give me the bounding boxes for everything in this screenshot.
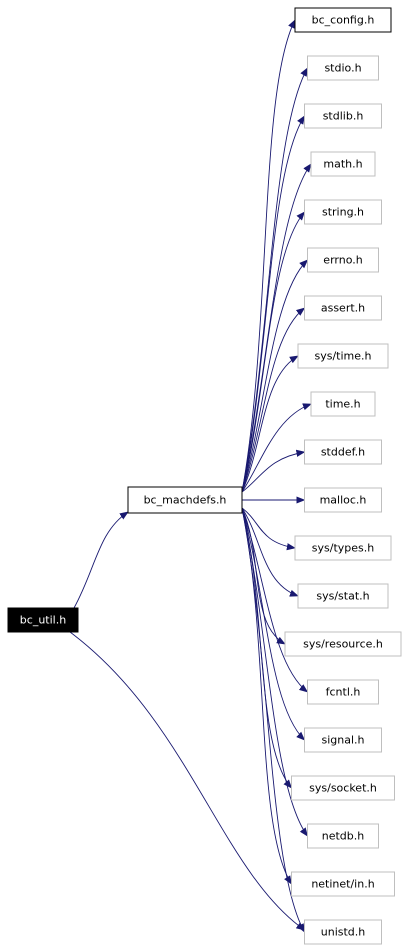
node-unistd-box (304, 919, 382, 945)
edge-bc_machdefs-to-string (241, 211, 306, 493)
edge-bc_util-to-unistd (69, 631, 306, 931)
node-stddef-box (304, 439, 382, 465)
edges-layer (69, 19, 312, 933)
node-sys-time-label: sys/time.h (315, 350, 372, 363)
edge-bc_machdefs-to-stddef (241, 449, 306, 493)
edge-bc_machdefs-to-netdb (241, 507, 309, 837)
node-bc-machdefs-box (127, 486, 243, 514)
node-stdlib[interactable]: stdlib.h (304, 103, 382, 129)
node-time-label: time.h (325, 398, 360, 411)
node-sys-socket-box (291, 775, 395, 801)
node-string[interactable]: string.h (304, 199, 382, 225)
node-signal[interactable]: signal.h (304, 727, 382, 753)
edge-bc_machdefs-to-sys_resource (241, 507, 286, 645)
node-sys-types-label: sys/types.h (312, 542, 374, 555)
node-sys-resource[interactable]: sys/resource.h (284, 631, 402, 657)
node-math-box (310, 151, 376, 177)
node-bc-util-box (7, 607, 79, 633)
edge-bc_machdefs-to-bc_config (241, 19, 296, 493)
node-sys-resource-box (284, 631, 402, 657)
edge-bc_machdefs-to-time (241, 403, 312, 493)
node-time[interactable]: time.h (310, 391, 376, 417)
edge-bc_machdefs-to-stdio (241, 67, 308, 493)
node-math[interactable]: math.h (310, 151, 376, 177)
node-bc-config-box (294, 7, 392, 33)
node-sys-stat-label: sys/stat.h (316, 590, 369, 603)
node-netdb-label: netdb.h (322, 830, 365, 843)
node-unistd[interactable]: unistd.h (304, 919, 382, 945)
edge-bc_machdefs-to-stdlib (241, 115, 305, 493)
node-sys-types[interactable]: sys/types.h (294, 535, 392, 561)
edge-bc_util-to-bc_machdefs (73, 511, 129, 609)
node-string-label: string.h (322, 206, 364, 219)
edge-bc_machdefs-to-signal (241, 507, 306, 741)
node-signal-box (304, 727, 382, 753)
node-errno-box (307, 247, 379, 273)
node-unistd-label: unistd.h (321, 926, 366, 939)
node-errno-label: errno.h (323, 254, 362, 267)
node-stddef[interactable]: stddef.h (304, 439, 382, 465)
node-malloc-label: malloc.h (320, 494, 367, 507)
node-fcntl-label: fcntl.h (326, 686, 361, 699)
node-math-label: math.h (323, 158, 362, 171)
nodes-layer: bc_util.h bc_machdefs.h bc_config.h stdio.h… (7, 7, 402, 945)
node-netinet-in[interactable]: netinet/in.h (291, 871, 395, 897)
node-netdb-box (307, 823, 379, 849)
node-sys-time[interactable]: sys/time.h (297, 343, 389, 369)
node-stdio[interactable]: stdio.h (307, 55, 379, 81)
edge-bc_machdefs-to-sys_types (241, 507, 296, 551)
node-netinet-in-box (291, 871, 395, 897)
node-bc-machdefs-label: bc_machdefs.h (144, 494, 227, 507)
node-string-box (304, 199, 382, 225)
node-sys-stat-box (297, 583, 389, 609)
node-stdlib-label: stdlib.h (323, 110, 364, 123)
node-stdlib-box (304, 103, 382, 129)
edge-bc_machdefs-to-errno (241, 259, 309, 493)
node-sys-socket[interactable]: sys/socket.h (291, 775, 395, 801)
node-bc-util-label: bc_util.h (20, 614, 66, 627)
node-sys-socket-label: sys/socket.h (309, 782, 377, 795)
node-malloc[interactable]: malloc.h (304, 487, 382, 513)
edge-bc_machdefs-to-unistd (241, 507, 305, 933)
node-stdio-label: stdio.h (324, 62, 361, 75)
node-fcntl-box (307, 679, 379, 705)
node-stdio-box (307, 55, 379, 81)
node-netdb[interactable]: netdb.h (307, 823, 379, 849)
node-sys-resource-label: sys/resource.h (303, 638, 383, 651)
node-time-box (310, 391, 376, 417)
edge-bc_machdefs-to-sys_time (241, 355, 299, 493)
node-malloc-box (304, 487, 382, 513)
node-assert-label: assert.h (321, 302, 365, 315)
node-errno[interactable]: errno.h (307, 247, 379, 273)
edge-bc_machdefs-to-sys_stat (241, 507, 299, 597)
node-bc-config-label: bc_config.h (312, 14, 375, 27)
node-sys-stat[interactable]: sys/stat.h (297, 583, 389, 609)
node-bc-machdefs[interactable]: bc_machdefs.h (127, 486, 243, 514)
node-netinet-in-label: netinet/in.h (311, 878, 374, 891)
node-sys-time-box (297, 343, 389, 369)
node-bc-config[interactable]: bc_config.h (294, 7, 392, 33)
node-signal-label: signal.h (321, 734, 364, 747)
node-stddef-label: stddef.h (321, 446, 365, 459)
node-bc-util[interactable]: bc_util.h (7, 607, 79, 633)
edge-bc_machdefs-to-fcntl (241, 507, 309, 693)
node-assert[interactable]: assert.h (304, 295, 382, 321)
node-sys-types-box (294, 535, 392, 561)
node-fcntl[interactable]: fcntl.h (307, 679, 379, 705)
node-assert-box (304, 295, 382, 321)
edge-bc_machdefs-to-assert (241, 307, 306, 493)
